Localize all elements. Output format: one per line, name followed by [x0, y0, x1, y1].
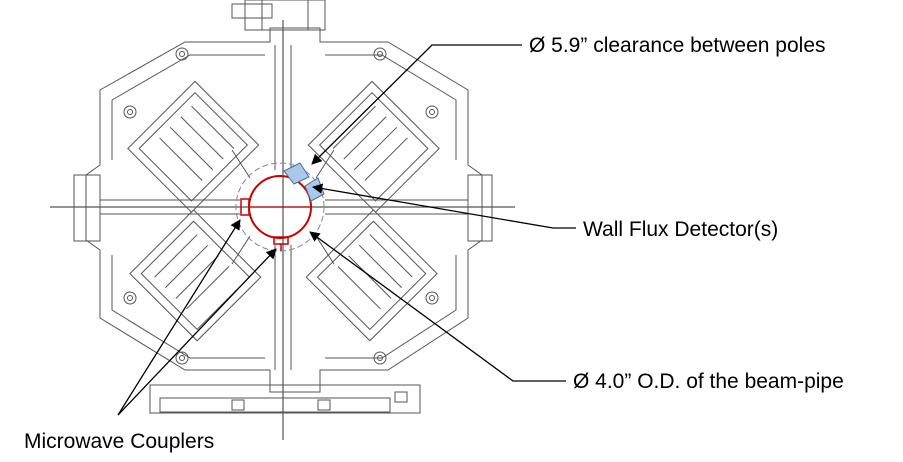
clearance-label: Ø 5.9” clearance between poles	[529, 34, 826, 57]
wall-flux-detector-label: Wall Flux Detector(s)	[583, 218, 779, 241]
pole-clearance-circle	[235, 162, 325, 252]
microwave-couplers-label: Microwave Couplers	[24, 430, 215, 453]
wall-flux-detectors	[283, 162, 325, 202]
magnet-coils	[127, 80, 440, 342]
beam-pipe-od-label: Ø 4.0” O.D. of the beam-pipe	[573, 370, 844, 393]
annotation-leaders	[117, 44, 576, 416]
bolt-icons	[123, 47, 439, 365]
magnet-yoke	[50, 0, 515, 440]
beam-pipe	[240, 175, 312, 251]
